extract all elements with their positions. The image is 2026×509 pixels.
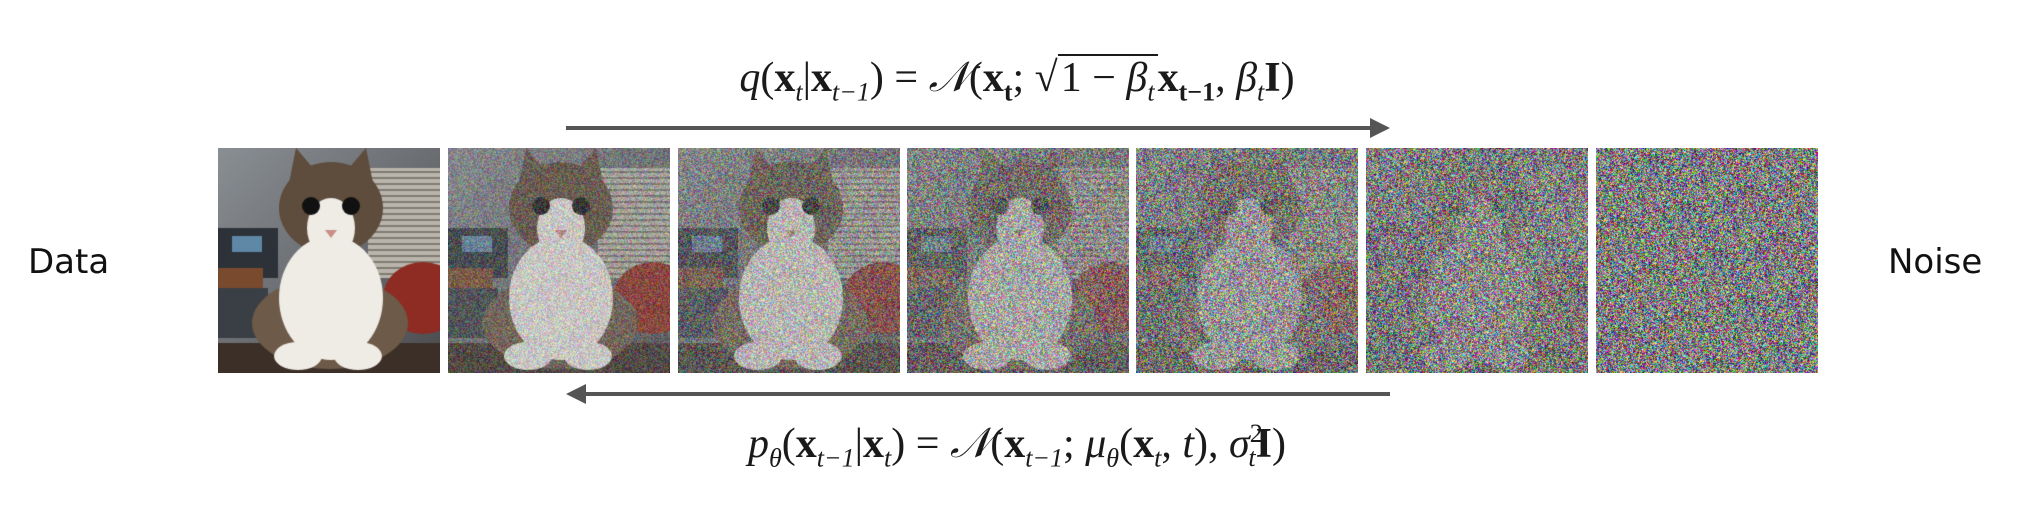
reverse-process-formula: pθ(xt−1|xt) = 𝒩(xt−1; μθ(xt, t), σ2tI): [747, 418, 1287, 473]
forward-arrow: [566, 118, 1390, 138]
cat-original-image: [218, 148, 440, 373]
reverse-arrow: [566, 384, 1390, 404]
cat-noise-step-4-image: [1136, 148, 1358, 373]
cat-noise-step-3-image: [907, 148, 1129, 373]
data-label: Data: [28, 242, 110, 282]
cat-noise-step-1-image: [448, 148, 670, 373]
pure-noise-image: [1596, 148, 1818, 373]
forward-process-formula: q(xt|xt−1) = 𝒩(xt; √1 − βtxt−1, βtI): [739, 52, 1295, 107]
noise-label: Noise: [1888, 242, 1983, 282]
cat-noise-step-5-image: [1366, 148, 1588, 373]
cat-noise-step-2-image: [678, 148, 900, 373]
diffusion-image-strip: [218, 148, 1830, 373]
